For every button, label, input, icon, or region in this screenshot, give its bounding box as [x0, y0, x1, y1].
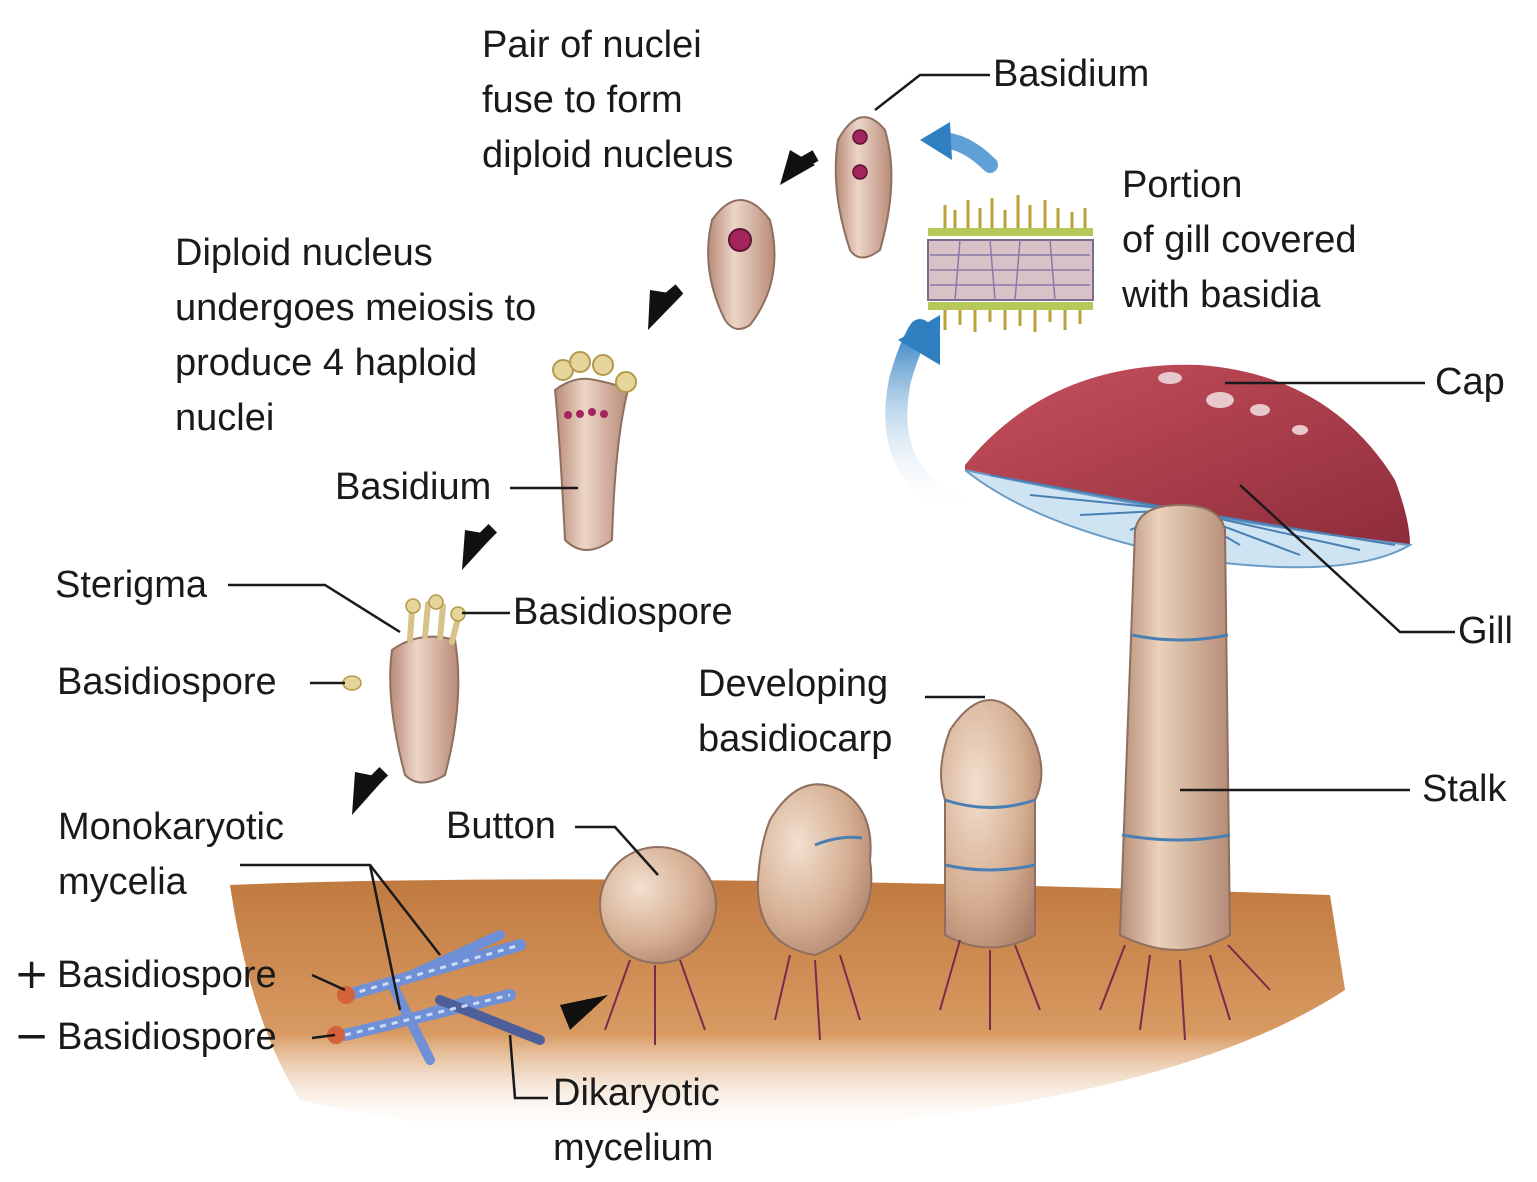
label-diploid-meiosis: Diploid nucleus undergoes meiosis to pro… — [175, 226, 536, 446]
label-basidiospore-left: Basidiospore — [57, 655, 277, 710]
gill-portion-illustration — [928, 195, 1093, 332]
label-dikaryotic-mycelium: Dikaryotic mycelium — [553, 1066, 720, 1176]
minus-sign: − — [14, 1008, 49, 1063]
basidium-diploid-nucleus — [708, 200, 774, 329]
label-monokaryotic-mycelia: Monokaryotic mycelia — [58, 800, 284, 910]
label-minus-basidiospore: Basidiospore — [57, 1010, 277, 1065]
label-sterigma: Sterigma — [55, 558, 207, 613]
label-pair-of-nuclei: Pair of nuclei fuse to form diploid nucl… — [482, 18, 733, 183]
label-portion-of-gill: Portion of gill covered with basidia — [1122, 158, 1356, 323]
plus-sign: + — [14, 946, 49, 1001]
leader-sterigma — [228, 585, 400, 632]
label-gill: Gill — [1458, 604, 1513, 659]
blue-arrow-portion-to-basidium — [920, 122, 990, 165]
label-basidium-mid: Basidium — [335, 460, 491, 515]
blue-arrow-gill-to-portion — [896, 315, 968, 510]
label-basidium-top: Basidium — [993, 47, 1149, 102]
label-developing-basidiocarp: Developing basidiocarp — [698, 657, 892, 767]
label-button: Button — [446, 799, 556, 854]
label-plus-basidiospore: Basidiospore — [57, 948, 277, 1003]
leader-basidium-top — [875, 75, 990, 110]
basidium-two-nuclei — [836, 117, 892, 257]
label-cap: Cap — [1435, 355, 1505, 410]
label-stalk: Stalk — [1422, 762, 1506, 817]
label-basidiospore-right: Basidiospore — [513, 585, 733, 640]
basidium-four-nuclei — [553, 352, 636, 550]
basidium-with-basidiospores — [343, 595, 465, 783]
